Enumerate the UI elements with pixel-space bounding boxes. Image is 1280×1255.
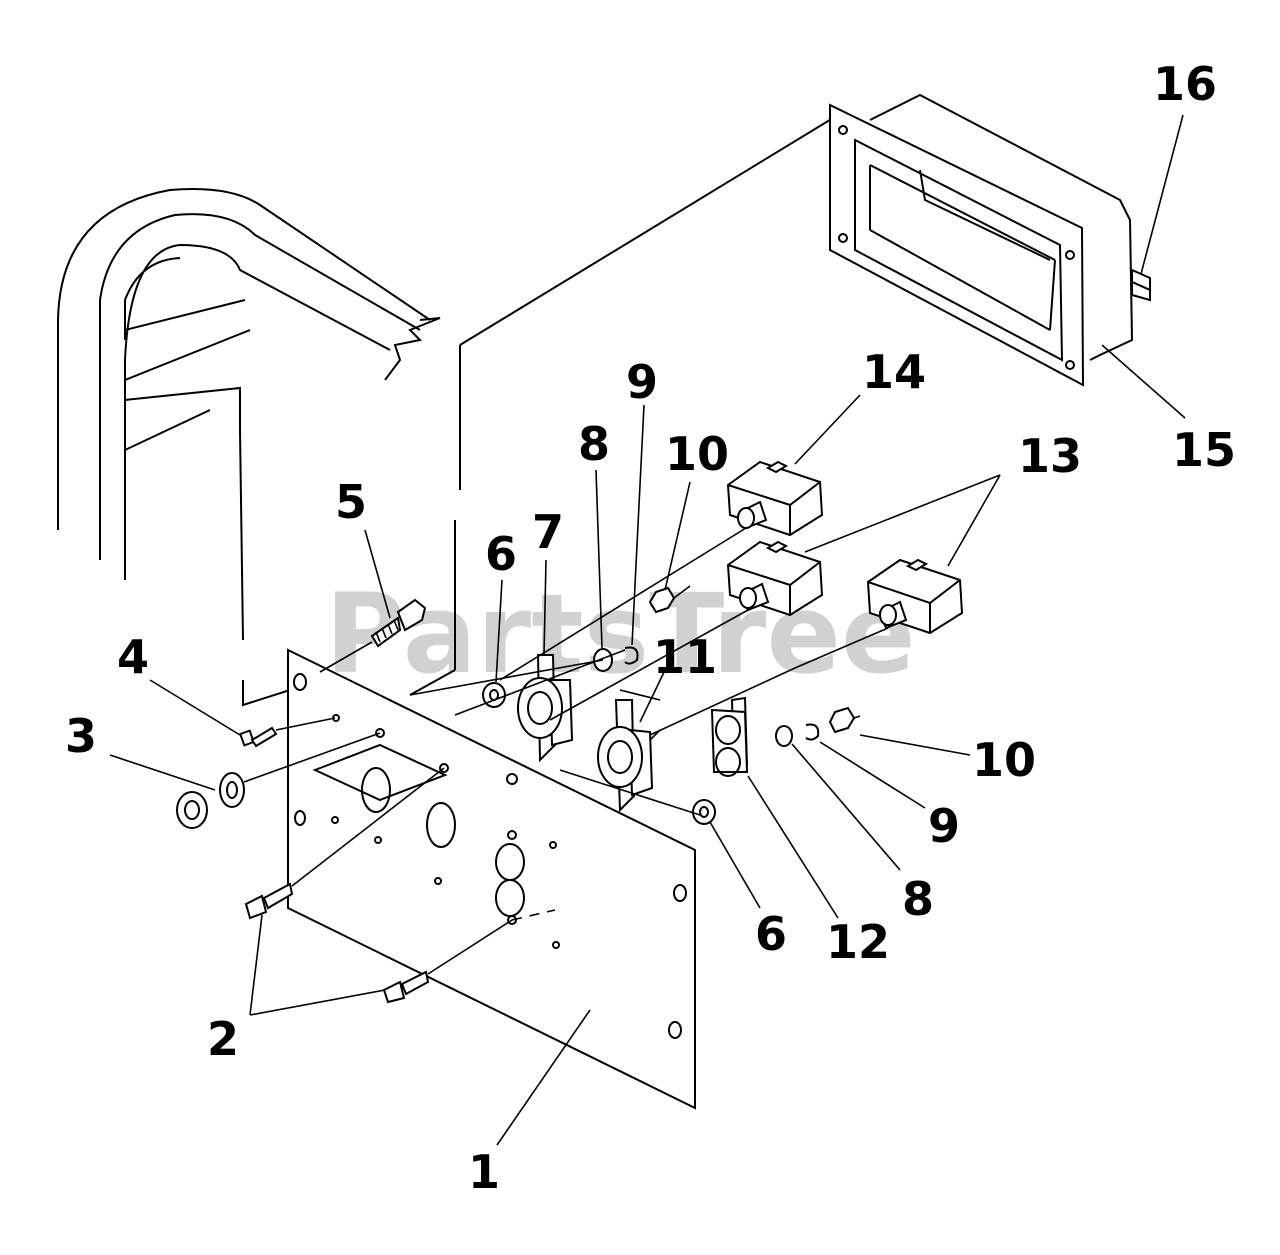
enclosure-outline: [239, 114, 839, 707]
watermark-text: PartsTree: [325, 570, 916, 698]
control-panel: [287, 648, 696, 1110]
callout-7: 7: [532, 505, 564, 559]
callout-13: 13: [1018, 429, 1082, 483]
washer-nut-part-3: [176, 732, 381, 829]
breaker-part-14: [499, 460, 824, 681]
callout-8-upper: 8: [578, 417, 610, 471]
duplex-outlet-part-12: [710, 696, 749, 777]
callout-9-upper: 9: [626, 355, 658, 409]
tab-part-16: [1131, 268, 1151, 302]
breaker-part-13-b: [649, 558, 964, 736]
callout-2: 2: [207, 1012, 239, 1066]
bolt-part-5: [319, 598, 427, 673]
screw-part-4: [238, 717, 336, 748]
receptacle-part-7: [517, 654, 574, 763]
callout-labels: 1 2 3 4 5 6 6 7 8 8 9 9 10 10 11 12 13 1…: [65, 57, 1236, 1199]
assembly-lines: [409, 649, 701, 816]
callout-6-upper: 6: [485, 527, 517, 581]
callout-12: 12: [826, 915, 890, 969]
callout-9-lower: 9: [928, 799, 960, 853]
hardware-right: [775, 706, 861, 747]
callout-16: 16: [1153, 57, 1217, 111]
callout-10-upper: 10: [665, 427, 729, 481]
callout-4: 4: [117, 630, 149, 684]
leader-lines: [109, 114, 1186, 1146]
callout-3: 3: [65, 709, 97, 763]
handle-frame: [57, 188, 441, 580]
nut-part-6-lower: [692, 799, 716, 825]
watermark: PartsTree TM: [325, 570, 943, 698]
cover-box-part-15: [829, 93, 1134, 387]
callout-10-lower: 10: [972, 733, 1036, 787]
callout-14: 14: [862, 345, 926, 399]
callout-6-lower: 6: [755, 907, 787, 961]
callout-8-lower: 8: [902, 872, 934, 926]
callout-1: 1: [468, 1145, 500, 1199]
screws-part-2: [244, 767, 556, 1004]
callout-15: 15: [1172, 423, 1236, 477]
callout-11: 11: [653, 630, 717, 684]
receptacle-part-11: [597, 699, 654, 813]
callout-5: 5: [335, 475, 367, 529]
breaker-part-13-a: [549, 540, 824, 721]
nut-part-6-upper: [482, 682, 506, 708]
